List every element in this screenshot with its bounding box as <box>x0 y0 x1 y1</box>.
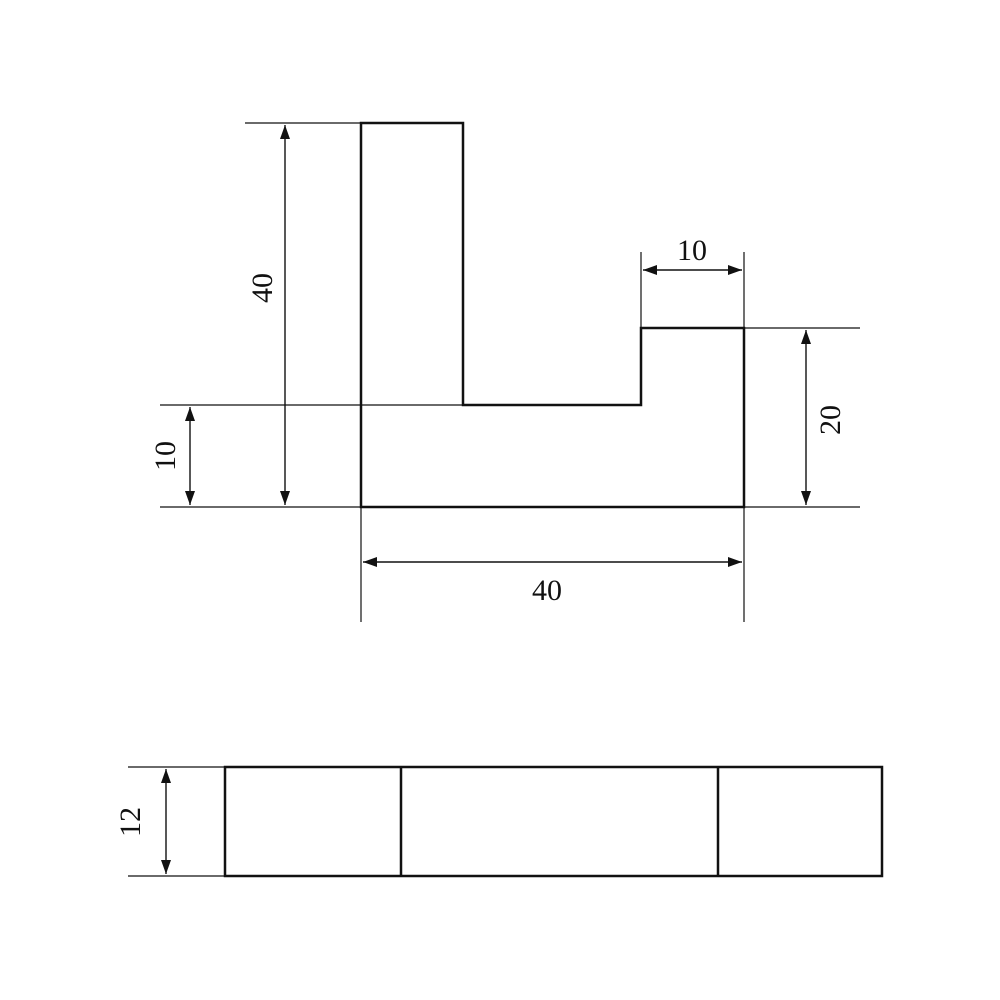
side-view: 12 <box>114 765 884 878</box>
front-view: 40 10 10 20 40 <box>149 121 860 622</box>
side-view-outline <box>223 765 884 878</box>
dimension-label-thickness: 12 <box>114 807 147 837</box>
dimension-label-step-width: 10 <box>677 234 707 267</box>
dimension-label-right-height: 20 <box>814 405 847 435</box>
dimension-label-overall-width: 40 <box>532 574 562 607</box>
dimension-label-overall-height: 40 <box>246 273 279 303</box>
front-view-outline <box>359 121 746 509</box>
dimension-label-base-height: 10 <box>149 441 182 471</box>
